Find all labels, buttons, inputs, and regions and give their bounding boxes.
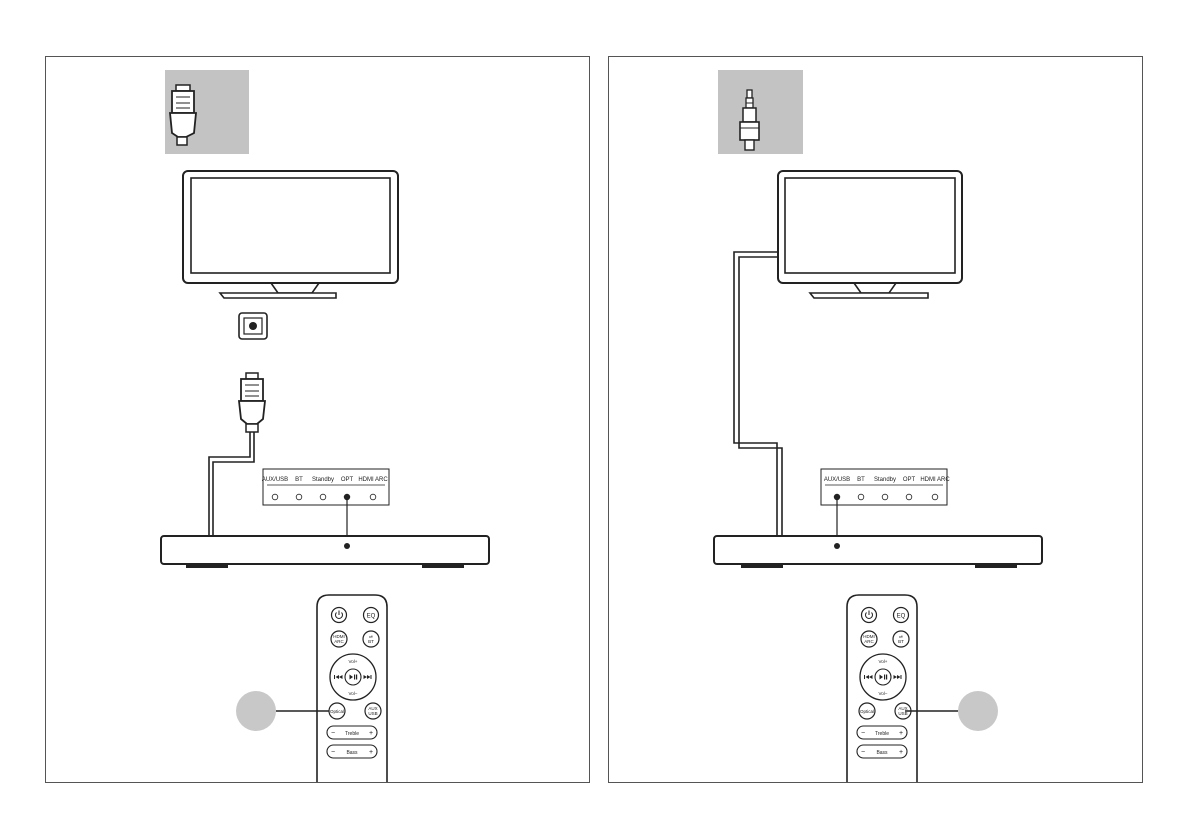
bt-label: BT	[898, 639, 904, 644]
usb-label: USB	[898, 711, 907, 716]
led	[858, 494, 864, 500]
volume-down-label: Vol−	[349, 691, 358, 696]
treble-plus: +	[369, 730, 373, 737]
step-callout-marker	[236, 691, 276, 731]
led	[320, 494, 326, 500]
volume-down-label: Vol−	[879, 691, 888, 696]
led-label: AUX/USB	[824, 477, 850, 483]
led-label: Standby	[874, 477, 896, 483]
led-label: BT	[857, 477, 865, 483]
step-callout-marker	[958, 691, 998, 731]
optical-cable	[209, 373, 265, 536]
bt-button[interactable]: ⏯BT	[893, 631, 909, 647]
treble-plus: +	[899, 730, 903, 737]
led-label: HDMI ARC	[920, 477, 950, 483]
usb-label: USB	[368, 711, 377, 716]
led	[882, 494, 888, 500]
bass-label: Bass	[346, 750, 358, 756]
soundbar	[161, 536, 489, 568]
soundbar	[714, 536, 1042, 568]
eq-label: EQ	[897, 614, 906, 620]
optical-connector-icon	[165, 70, 249, 154]
tv-icon	[778, 171, 962, 298]
power-button[interactable]	[862, 608, 877, 623]
bass-minus: −	[331, 749, 335, 756]
treble-minus: −	[861, 730, 865, 737]
aux-connector-icon	[718, 70, 803, 154]
led-label: HDMI ARC	[358, 477, 388, 483]
bt-label: BT	[368, 639, 374, 644]
led	[370, 494, 376, 500]
bass-plus: +	[369, 749, 373, 756]
optical-label: Optical	[330, 709, 344, 714]
bass-plus: +	[899, 749, 903, 756]
eq-label: EQ	[367, 614, 376, 620]
led	[296, 494, 302, 500]
led	[932, 494, 938, 500]
volume-up-label: Vol+	[879, 659, 888, 664]
optical-label: Optical	[860, 709, 874, 714]
bass-label: Bass	[876, 750, 888, 756]
bass-control[interactable]: − Bass +	[857, 745, 907, 758]
hdmi-arc-label: ARC	[334, 639, 344, 644]
optical-port-icon	[239, 313, 267, 339]
remote-control: EQHDMIARC⏯BTVol+Vol−OpticalAUXUSB−Treble…	[847, 595, 917, 782]
treble-control[interactable]: − Treble +	[327, 726, 377, 739]
optical-button[interactable]: Optical	[329, 703, 345, 719]
led-label: OPT	[341, 477, 354, 483]
aux-cable	[734, 252, 782, 536]
bass-minus: −	[861, 749, 865, 756]
treble-minus: −	[331, 730, 335, 737]
led-label: BT	[295, 477, 303, 483]
hdmi-arc-label: ARC	[864, 639, 874, 644]
led	[272, 494, 278, 500]
treble-label: Treble	[345, 731, 359, 737]
treble-control[interactable]: − Treble +	[857, 726, 907, 739]
treble-label: Treble	[875, 731, 889, 737]
tv-icon	[183, 171, 398, 298]
led	[906, 494, 912, 500]
led-label: AUX/USB	[262, 477, 288, 483]
volume-up-label: Vol+	[349, 659, 358, 664]
optical-button[interactable]: Optical	[859, 703, 875, 719]
eq-button[interactable]: EQ	[364, 608, 379, 623]
bt-button[interactable]: ⏯BT	[363, 631, 379, 647]
eq-button[interactable]: EQ	[894, 608, 909, 623]
led-indicator-panel	[263, 469, 389, 505]
bass-control[interactable]: − Bass +	[327, 745, 377, 758]
led-label: Standby	[312, 477, 334, 483]
led-label: OPT	[903, 477, 916, 483]
power-button[interactable]	[332, 608, 347, 623]
